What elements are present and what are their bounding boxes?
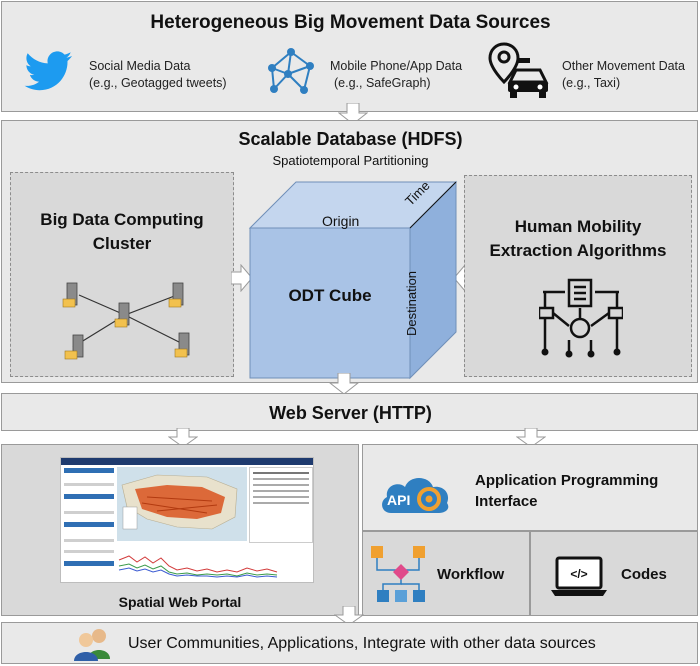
- cube-origin-label: Origin: [322, 213, 360, 229]
- network-graph-icon: [268, 48, 314, 94]
- portal-map: [117, 467, 247, 541]
- api-panel: API Application Programming Interface: [362, 444, 698, 531]
- api-title-line1: Application Programming: [475, 472, 659, 489]
- api-cloud-icon: API: [382, 478, 449, 513]
- communities-panel: User Communities, Applications, Integrat…: [1, 622, 698, 664]
- codes-panel: </> Codes: [530, 531, 698, 616]
- web-server-title: Web Server (HTTP): [269, 403, 432, 423]
- data-sources-title: Heterogeneous Big Movement Data Sources: [150, 12, 551, 33]
- source-other-line2: (e.g., Taxi): [562, 76, 621, 90]
- arrow-cluster-to-cube: [231, 264, 253, 292]
- users-group-icon: [74, 629, 110, 661]
- data-sources-panel: Heterogeneous Big Movement Data Sources …: [1, 1, 698, 112]
- source-social-line2: (e.g., Geotagged tweets): [89, 76, 227, 90]
- cube-title: ODT Cube: [288, 286, 372, 305]
- cluster-title-line2: Cluster: [92, 234, 152, 253]
- cube-destination-label: Destination: [404, 270, 419, 336]
- cluster-title-line1: Big Data Computing: [40, 210, 204, 229]
- api-title-line2: Interface: [475, 493, 538, 510]
- twitter-bird-icon: [24, 51, 73, 91]
- down-arrow-webserver-to-portal: [168, 428, 198, 448]
- source-mobile-line2: (e.g., SafeGraph): [334, 76, 431, 90]
- workflow-panel: Workflow: [362, 531, 530, 616]
- workflow-diagram-icon: [371, 546, 425, 602]
- down-arrow-db-to-webserver: [329, 373, 359, 395]
- down-arrow-sources-to-db: [338, 103, 368, 125]
- code-glyph: </>: [570, 567, 587, 581]
- algorithms-title-line1: Human Mobility: [514, 217, 642, 236]
- server-cluster-icon: [62, 282, 190, 360]
- computing-cluster-panel: Big Data Computing Cluster: [10, 172, 234, 377]
- algorithm-flow-icon: [539, 278, 623, 358]
- portal-screenshot: [60, 457, 314, 583]
- database-title: Scalable Database (HDFS): [238, 129, 463, 149]
- down-arrow-to-communities: [334, 606, 364, 626]
- source-mobile-line1: Mobile Phone/App Data: [330, 59, 463, 73]
- api-badge: API: [387, 492, 410, 508]
- workflow-label: Workflow: [437, 566, 505, 583]
- portal-label: Spatial Web Portal: [118, 594, 242, 610]
- web-portal-panel: Spatial Web Portal: [1, 444, 359, 616]
- source-other-line1: Other Movement Data: [562, 59, 685, 73]
- mobility-algorithms-panel: Human Mobility Extraction Algorithms: [464, 175, 692, 377]
- database-subtitle: Spatiotemporal Partitioning: [272, 153, 429, 168]
- down-arrow-webserver-to-api: [516, 428, 546, 448]
- source-social-line1: Social Media Data: [89, 59, 191, 73]
- web-server-panel: Web Server (HTTP): [1, 393, 698, 431]
- codes-label: Codes: [621, 566, 667, 583]
- algorithms-title-line2: Extraction Algorithms: [489, 241, 667, 260]
- communities-label: User Communities, Applications, Integrat…: [128, 635, 596, 652]
- odt-cube: [248, 180, 458, 380]
- portal-timeseries: [118, 555, 278, 578]
- taxi-pin-icon: [488, 42, 549, 98]
- laptop-code-icon: </>: [551, 556, 607, 596]
